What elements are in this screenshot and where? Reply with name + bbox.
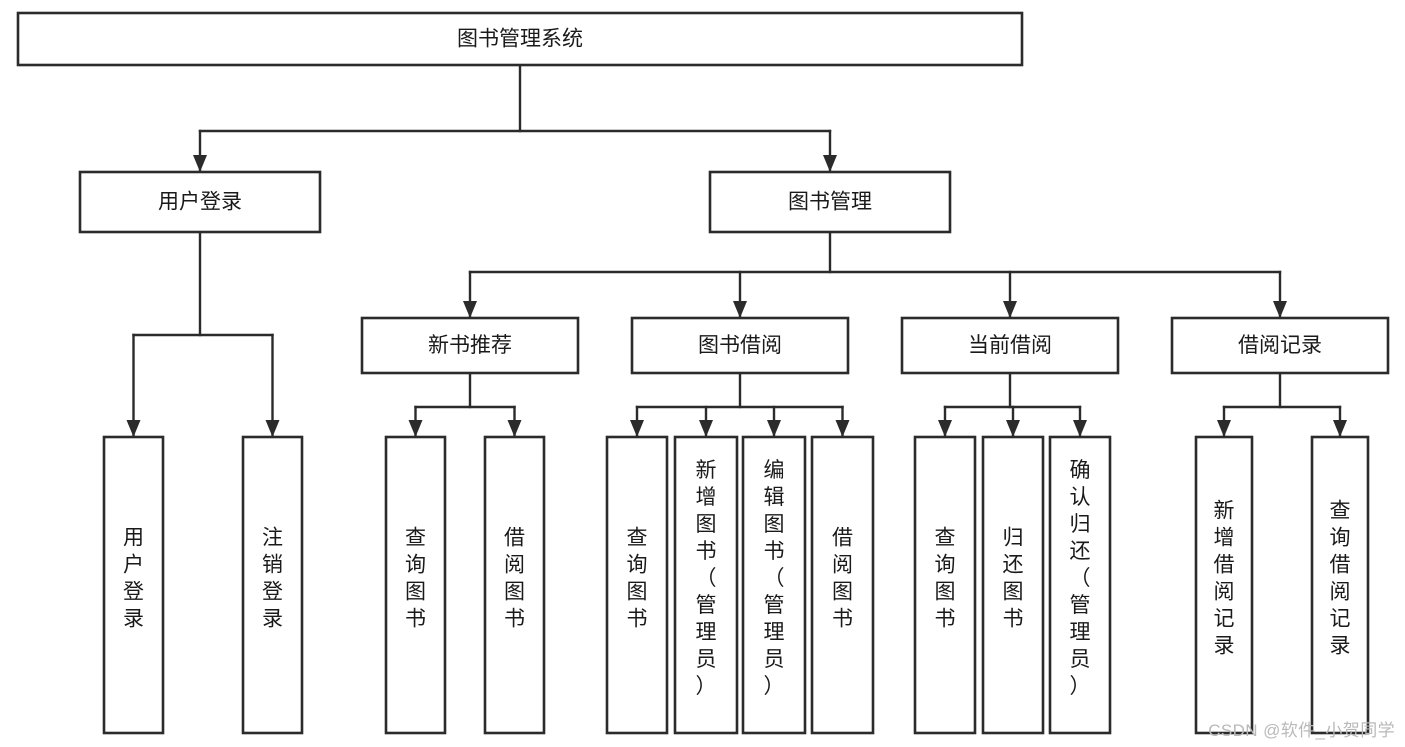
- node-label-user-login: 用户登录: [158, 191, 242, 214]
- node-current-borrow[interactable]: 当前借阅: [900, 316, 1120, 375]
- arrow-head-icon: [1273, 301, 1287, 318]
- node-box-leaf-query-book-3: [913, 435, 977, 735]
- node-box-book-borrow: [630, 316, 850, 375]
- node-leaf-query-book-2[interactable]: 查询图书: [605, 435, 669, 735]
- arrow-head-icon: [733, 301, 747, 318]
- node-leaf-borrow-book-1[interactable]: 借阅图书: [483, 435, 546, 735]
- arrow-head-icon: [1333, 420, 1347, 437]
- node-user-login[interactable]: 用户登录: [78, 170, 322, 234]
- node-label-book-borrow: 图书借阅: [698, 334, 782, 357]
- node-label-leaf-query-book-2: 查询图书: [627, 527, 648, 631]
- arrow-head-icon: [1006, 420, 1020, 437]
- arrow-head-icon: [126, 420, 141, 437]
- arrow-head-icon: [1073, 420, 1087, 437]
- node-book-borrow[interactable]: 图书借阅: [630, 316, 850, 375]
- node-box-current-borrow: [900, 316, 1120, 375]
- node-box-leaf-borrow-book-1: [483, 435, 546, 735]
- node-box-leaf-return-book: [981, 435, 1045, 735]
- arrow-head-icon: [463, 301, 477, 318]
- node-box-leaf-query-book-2: [605, 435, 669, 735]
- arrow-head-icon: [699, 420, 713, 437]
- node-borrow-record[interactable]: 借阅记录: [1170, 316, 1390, 375]
- node-new-book-recommend[interactable]: 新书推荐: [360, 316, 580, 375]
- node-leaf-edit-book[interactable]: 编辑图书（管理员）: [741, 435, 807, 735]
- node-label-leaf-query-record: 查询借阅记录: [1330, 500, 1351, 658]
- arrow-head-icon: [193, 155, 207, 172]
- node-label-leaf-add-record: 新增借阅记录: [1214, 500, 1235, 658]
- node-leaf-user-login[interactable]: 用户登录: [102, 435, 165, 735]
- node-label-book-manage: 图书管理: [788, 191, 872, 214]
- arrow-head-icon: [1217, 420, 1231, 437]
- node-label-current-borrow: 当前借阅: [968, 334, 1052, 357]
- arrow-head-icon: [630, 420, 644, 437]
- node-box-user-login: [78, 170, 322, 234]
- node-book-manage[interactable]: 图书管理: [708, 170, 952, 234]
- node-box-book-manage: [708, 170, 952, 234]
- node-layer: 图书管理系统用户登录图书管理新书推荐图书借阅当前借阅借阅记录用户登录注销登录查询…: [16, 11, 1390, 735]
- node-box-new-book-recommend: [360, 316, 580, 375]
- node-leaf-user-logout[interactable]: 注销登录: [241, 435, 304, 735]
- arrow-head-icon: [1003, 301, 1017, 318]
- node-leaf-return-book[interactable]: 归还图书: [981, 435, 1045, 735]
- node-label-leaf-edit-book: 编辑图书（管理员）: [764, 459, 785, 698]
- node-leaf-query-record[interactable]: 查询借阅记录: [1310, 435, 1370, 735]
- node-label-borrow-record: 借阅记录: [1238, 334, 1322, 357]
- arrow-head-icon: [835, 420, 850, 437]
- node-box-borrow-record: [1170, 316, 1390, 375]
- node-box-leaf-confirm-return: [1048, 435, 1112, 735]
- node-root[interactable]: 图书管理系统: [16, 11, 1024, 67]
- connector-layer: [126, 63, 1347, 438]
- node-label-leaf-query-book-1: 查询图书: [405, 527, 426, 631]
- node-box-leaf-user-logout: [241, 435, 304, 735]
- node-box-leaf-query-book-1: [384, 435, 447, 735]
- node-label-leaf-confirm-return: 确认归还（管理员）: [1070, 459, 1091, 698]
- arrow-head-icon: [408, 420, 423, 437]
- node-label-leaf-borrow-book-2: 借阅图书: [832, 527, 853, 631]
- node-leaf-add-record[interactable]: 新增借阅记录: [1194, 435, 1254, 735]
- node-label-leaf-user-login: 用户登录: [123, 527, 144, 631]
- node-label-leaf-add-book: 新增图书（管理员）: [696, 459, 717, 698]
- node-label-leaf-return-book: 归还图书: [1003, 527, 1024, 631]
- arrow-head-icon: [823, 155, 837, 172]
- node-leaf-query-book-3[interactable]: 查询图书: [913, 435, 977, 735]
- node-box-leaf-query-record: [1310, 435, 1370, 735]
- node-box-leaf-add-record: [1194, 435, 1254, 735]
- node-label-new-book-recommend: 新书推荐: [428, 334, 512, 357]
- node-label-leaf-borrow-book-1: 借阅图书: [504, 527, 525, 631]
- node-box-leaf-edit-book: [741, 435, 807, 735]
- node-box-leaf-borrow-book-2: [810, 435, 875, 735]
- node-leaf-query-book-1[interactable]: 查询图书: [384, 435, 447, 735]
- csdn-watermark: CSDN @软件_小贺同学: [1208, 721, 1395, 740]
- node-box-leaf-add-book: [673, 435, 739, 735]
- arrow-head-icon: [507, 420, 522, 437]
- node-box-root: [16, 11, 1024, 67]
- node-leaf-confirm-return[interactable]: 确认归还（管理员）: [1048, 435, 1112, 735]
- arrow-head-icon: [938, 420, 952, 437]
- arrow-head-icon: [767, 420, 781, 437]
- node-label-leaf-query-book-3: 查询图书: [935, 527, 956, 631]
- arrow-head-icon: [265, 420, 280, 437]
- node-label-leaf-user-logout: 注销登录: [262, 527, 283, 631]
- node-box-leaf-user-login: [102, 435, 165, 735]
- node-label-root: 图书管理系统: [457, 28, 583, 51]
- node-leaf-add-book[interactable]: 新增图书（管理员）: [673, 435, 739, 735]
- node-leaf-borrow-book-2[interactable]: 借阅图书: [810, 435, 875, 735]
